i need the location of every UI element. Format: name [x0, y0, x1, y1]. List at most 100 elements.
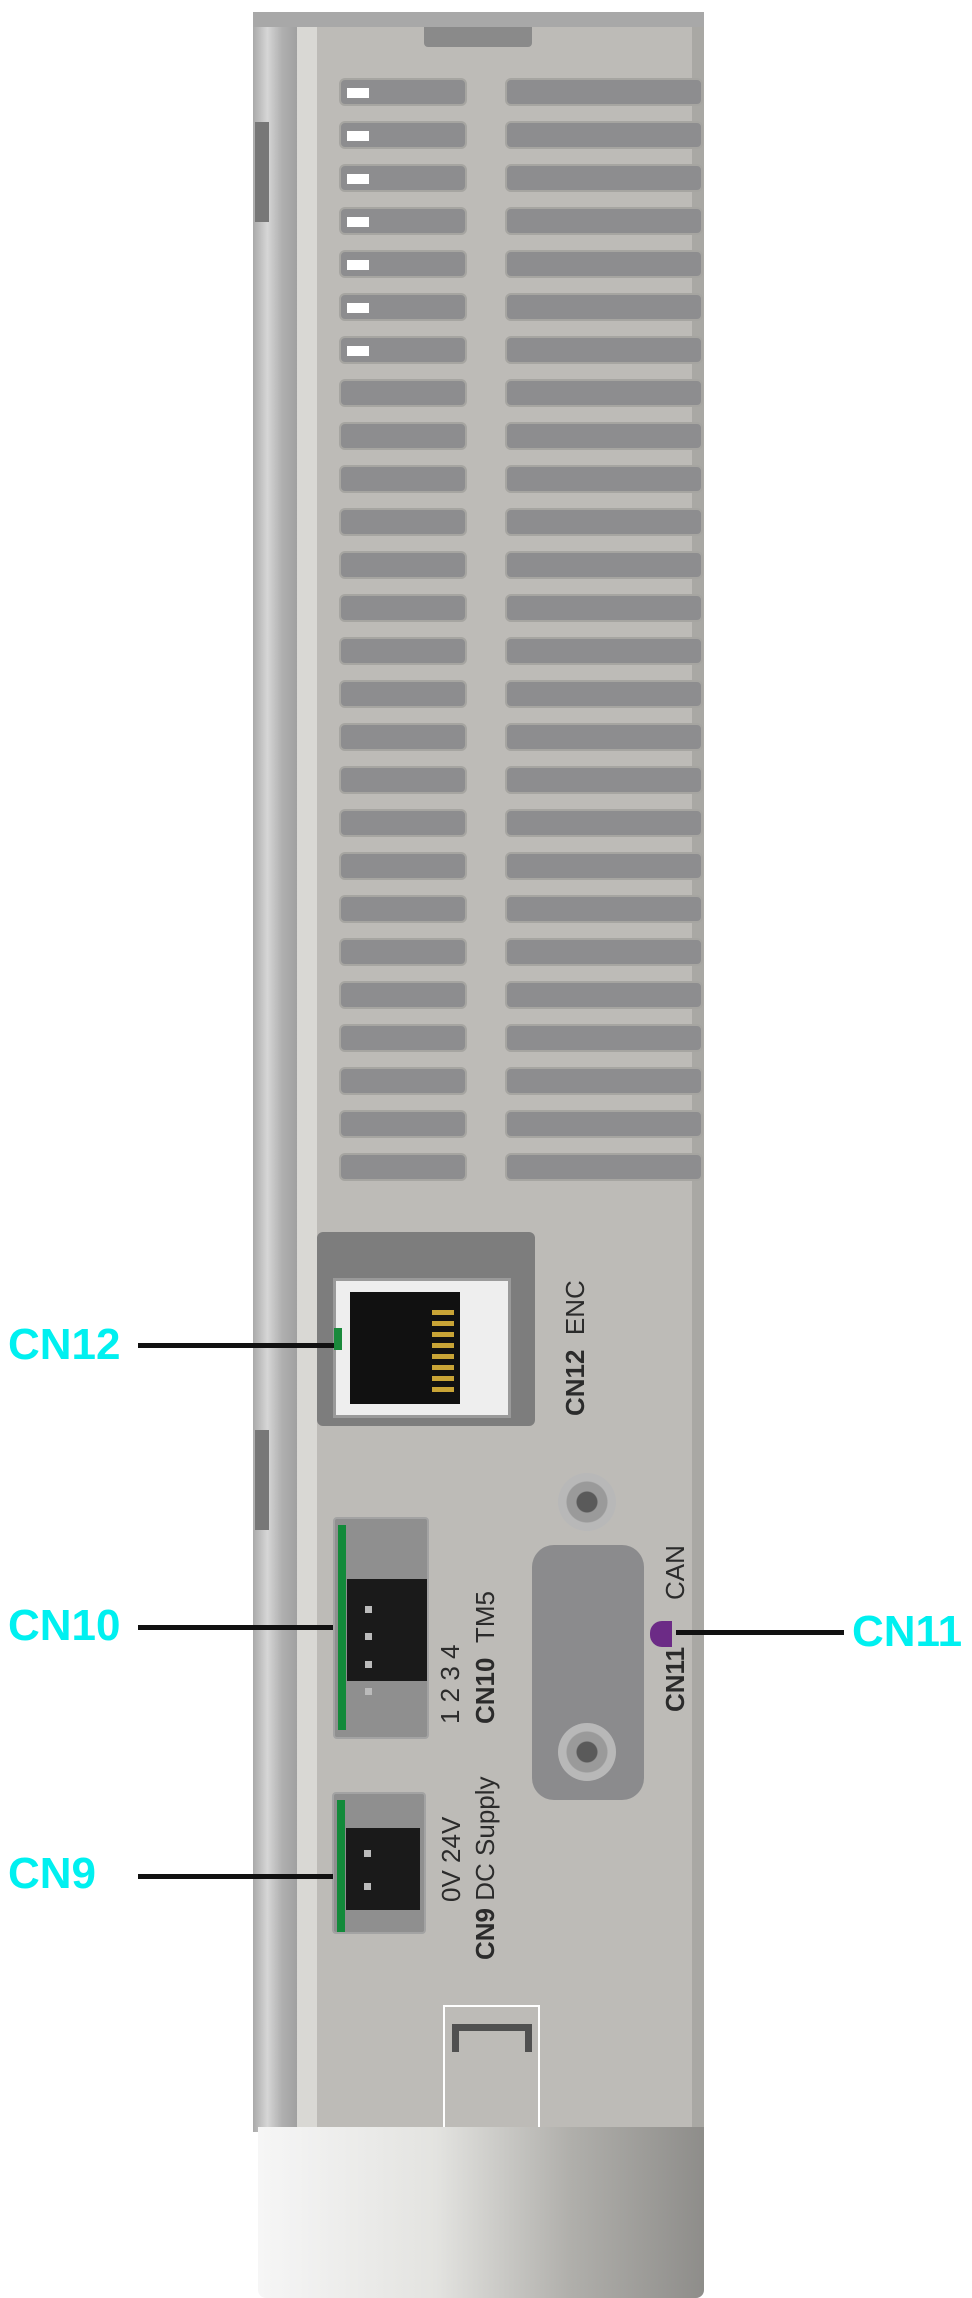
vent-slot — [339, 336, 467, 364]
vent-slot — [505, 551, 703, 579]
vent-highlight — [347, 260, 369, 270]
pin — [365, 1661, 372, 1668]
panel-highlight — [297, 27, 317, 2127]
callout-line-cn9 — [138, 1874, 333, 1879]
vent-slot — [339, 1153, 467, 1181]
vent-slot — [505, 680, 703, 708]
vent-slot — [505, 594, 703, 622]
vent-slot — [339, 207, 467, 235]
rj45-contact — [432, 1332, 454, 1337]
vent-slot — [339, 164, 467, 192]
vent-slot — [505, 121, 703, 149]
cn9-marking: CN9 DC Supply — [470, 1776, 501, 1960]
vent-highlight — [347, 131, 369, 141]
vent-highlight — [347, 303, 369, 313]
vent-slot — [339, 766, 467, 794]
rj45-contact — [432, 1310, 454, 1315]
cn10-id: CN10 — [470, 1657, 500, 1724]
pin — [365, 1688, 372, 1695]
vent-slot — [339, 121, 467, 149]
rj45-led — [334, 1328, 342, 1350]
rj45-contact — [432, 1343, 454, 1348]
vent-slot — [339, 637, 467, 665]
connector-stripe — [338, 1525, 346, 1730]
screw-icon — [558, 1723, 616, 1781]
vent-slot — [339, 594, 467, 622]
vent-slot — [339, 379, 467, 407]
vent-slot — [505, 895, 703, 923]
vent-slot — [505, 1110, 703, 1138]
latch-slot — [452, 2024, 532, 2052]
cn10-name: TM5 — [470, 1591, 500, 1644]
cn12-id: CN12 — [560, 1349, 590, 1416]
terminal-socket — [346, 1828, 420, 1910]
vent-slot — [505, 637, 703, 665]
vent-slot — [505, 379, 703, 407]
device-side-rail — [253, 12, 301, 2132]
vent-slot — [505, 1024, 703, 1052]
cn11-id: CN11 — [660, 1647, 691, 1712]
vent-slot — [339, 852, 467, 880]
callout-line-cn12 — [138, 1343, 334, 1348]
cn11-id-text: CN11 — [660, 1646, 690, 1712]
device-top-edge — [253, 12, 704, 27]
vent-slot — [339, 551, 467, 579]
side-notch — [255, 1430, 269, 1530]
rj45-contact — [432, 1387, 454, 1392]
screw-icon — [558, 1473, 616, 1531]
cn9-name: DC Supply — [470, 1776, 500, 1901]
connector-stripe — [337, 1800, 345, 1932]
pin — [365, 1606, 372, 1613]
callout-cn10: CN10 — [8, 1601, 121, 1650]
vent-slot — [339, 680, 467, 708]
vent-slot — [505, 293, 703, 321]
vent-slot — [339, 1024, 467, 1052]
can-marker — [650, 1621, 672, 1647]
vent-slot — [505, 465, 703, 493]
vent-slot — [339, 981, 467, 1009]
vent-slot — [505, 422, 703, 450]
terminal-socket — [347, 1579, 427, 1681]
top-tab — [424, 27, 532, 47]
pin — [364, 1850, 371, 1857]
rj45-contact — [432, 1365, 454, 1370]
cn11-db9-port — [557, 1473, 619, 1791]
vent-slot — [505, 336, 703, 364]
cn9-terminal — [332, 1792, 426, 1934]
pin — [364, 1883, 371, 1890]
device-base — [258, 2127, 704, 2298]
vent-slot — [505, 723, 703, 751]
vent-slot — [339, 293, 467, 321]
vent-slot — [339, 809, 467, 837]
rj45-contact — [432, 1321, 454, 1326]
cn10-marking: CN10 TM5 — [470, 1591, 501, 1724]
vent-highlight — [347, 346, 369, 356]
callout-cn9: CN9 — [8, 1849, 97, 1898]
vent-slot — [505, 508, 703, 536]
callout-cn11: CN11 — [852, 1607, 963, 1656]
rj45-contact — [432, 1354, 454, 1359]
vent-slot — [339, 508, 467, 536]
vent-slot — [339, 723, 467, 751]
cn10-pins: 1 2 3 4 — [435, 1644, 465, 1724]
pin — [365, 1633, 372, 1640]
vent-slot — [505, 78, 703, 106]
vent-highlight — [347, 217, 369, 227]
vent-highlight — [347, 88, 369, 98]
vent-slot — [339, 78, 467, 106]
cn10-terminal — [333, 1517, 429, 1739]
vent-slot — [339, 1067, 467, 1095]
vent-slot — [505, 1067, 703, 1095]
vent-slot — [505, 766, 703, 794]
vent-slot — [505, 809, 703, 837]
cn9-pins: 0V 24V — [436, 1816, 466, 1902]
vent-highlight — [347, 174, 369, 184]
vent-slot — [505, 250, 703, 278]
vent-slot — [505, 852, 703, 880]
cn12-marking: CN12 ENC — [560, 1280, 591, 1416]
vent-slot — [339, 465, 467, 493]
rj45-contact — [432, 1376, 454, 1381]
vent-slot — [339, 422, 467, 450]
vent-slot — [505, 981, 703, 1009]
side-notch — [255, 122, 269, 222]
